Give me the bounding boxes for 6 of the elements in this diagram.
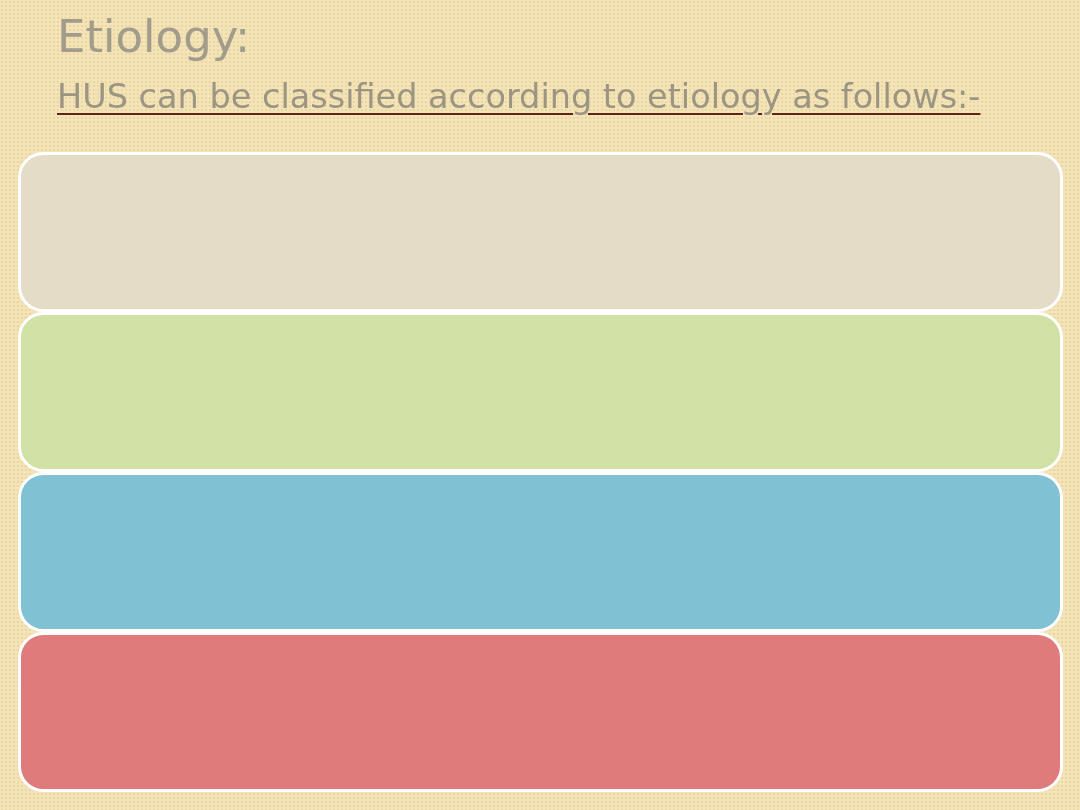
rounded-panel bbox=[18, 472, 1063, 632]
slide-title: Etiology: bbox=[57, 12, 251, 62]
rounded-panel bbox=[18, 632, 1063, 792]
subtitle: HUS can be classified according to etiology as follows:- bbox=[57, 77, 981, 118]
rounded-panel bbox=[18, 312, 1063, 472]
rounded-panel bbox=[18, 152, 1063, 312]
